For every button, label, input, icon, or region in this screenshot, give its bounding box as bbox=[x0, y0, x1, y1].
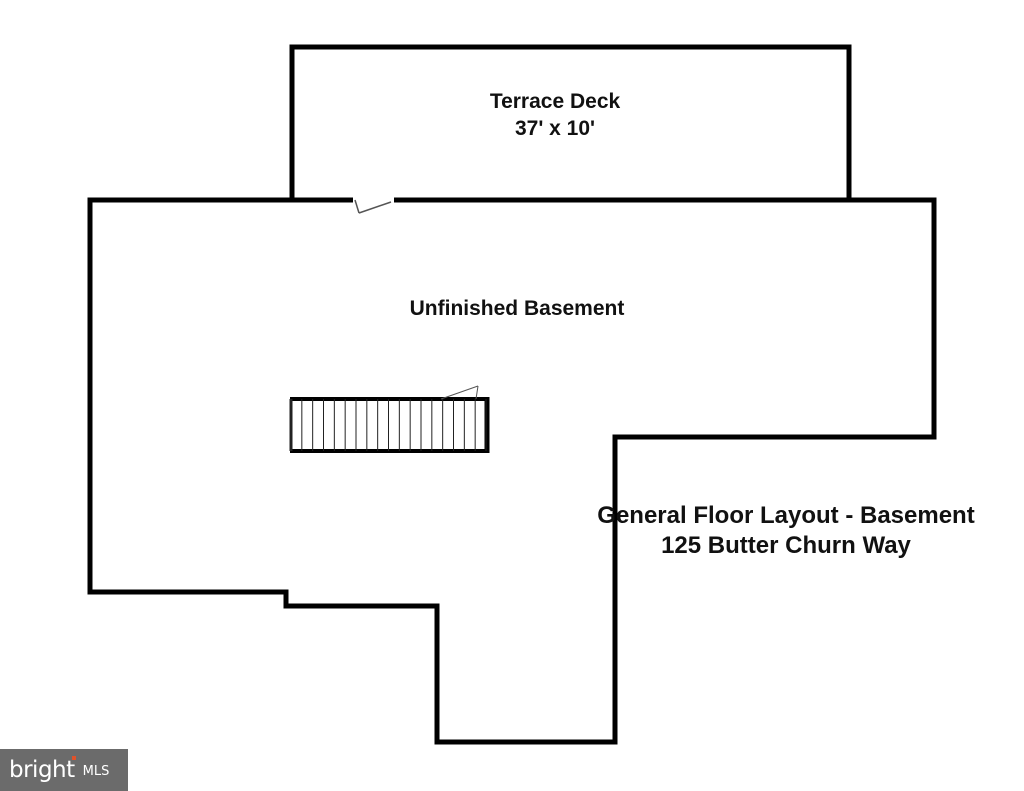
watermark-dot-icon bbox=[71, 756, 76, 760]
terrace-deck-name: Terrace Deck bbox=[490, 90, 621, 113]
plan-title-line1: General Floor Layout - Basement bbox=[597, 502, 974, 529]
basement-name: Unfinished Basement bbox=[410, 297, 625, 320]
staircase bbox=[289, 385, 490, 453]
basement-outline bbox=[87, 197, 937, 745]
bright-mls-watermark: bright MLS bbox=[0, 749, 128, 791]
terrace-door bbox=[354, 199, 392, 214]
plan-title-line2: 125 Butter Churn Way bbox=[661, 532, 911, 559]
stair-treads bbox=[289, 399, 487, 451]
watermark-suffix: MLS bbox=[82, 764, 110, 779]
terrace-deck-dimensions: 37' x 10' bbox=[515, 117, 595, 140]
watermark-brand: bright bbox=[9, 757, 75, 783]
terrace-deck-outline bbox=[289, 44, 852, 200]
